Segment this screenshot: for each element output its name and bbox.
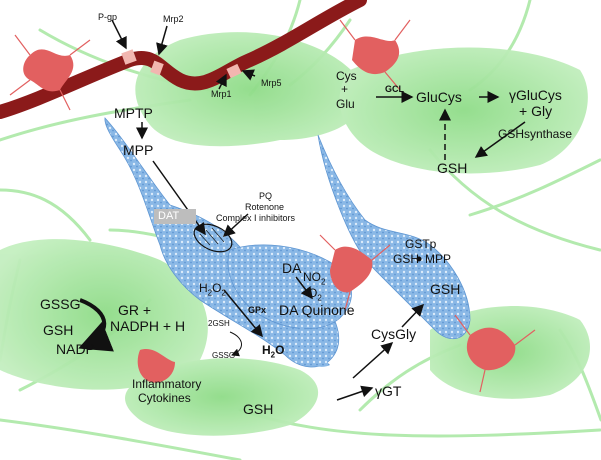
mrp-membrane-site bbox=[226, 63, 242, 79]
nadph-label: NADPH + H bbox=[110, 318, 186, 334]
mrp2-label: Mrp2 bbox=[163, 14, 184, 24]
gpx-gssg-label: GSSG bbox=[212, 351, 236, 360]
gst-mpp-label: MPP bbox=[425, 252, 452, 266]
mptp-label: MPTP bbox=[114, 105, 153, 121]
mrp5-label: Mrp5 bbox=[261, 78, 282, 88]
mrp1-label: Mrp1 bbox=[211, 89, 232, 99]
inflammatory-label: Inflammatory bbox=[132, 377, 202, 391]
gsh-cycle-label: GSH bbox=[43, 322, 74, 338]
astrocytes bbox=[0, 32, 590, 436]
h2o-label: H2O bbox=[262, 343, 285, 360]
cysgly-label: CysGly bbox=[371, 326, 417, 342]
gsh-extracellular-label: GSH bbox=[243, 401, 274, 417]
two-gsh-label: 2GSH bbox=[208, 319, 230, 328]
gamma-gt-label: γGT bbox=[375, 383, 402, 399]
no2-label: NO2 bbox=[303, 270, 326, 287]
pgp-transporter bbox=[121, 49, 137, 65]
o2-label: O2 bbox=[308, 286, 322, 303]
gr-label: GR + bbox=[118, 302, 152, 318]
neuron-soma bbox=[227, 244, 352, 330]
pgp-label: P-gp bbox=[98, 12, 118, 22]
gamma-glucys-label: γGluCys bbox=[509, 87, 562, 103]
gpx-label: GPx bbox=[248, 305, 267, 315]
pq-label: PQ bbox=[259, 191, 273, 201]
cytokines-label: Cytokines bbox=[138, 391, 191, 405]
nadp-label: NADP bbox=[56, 341, 95, 357]
gsh-recycle-arrow bbox=[78, 298, 114, 352]
second-neuron bbox=[317, 134, 471, 340]
blood-vessel bbox=[0, 0, 367, 119]
h2o2-label: H2O2 bbox=[199, 281, 226, 298]
gsh-neuron-label: GSH bbox=[430, 281, 461, 297]
mrp2-transporter bbox=[150, 60, 164, 76]
gpx-curl-arrow bbox=[229, 331, 242, 357]
complex-i-label: Complex I inhibitors bbox=[216, 213, 296, 223]
plus-gly-label: + Gly bbox=[519, 103, 553, 119]
gstp-dot bbox=[416, 256, 422, 262]
da-quinone-label: DA Quinone bbox=[279, 302, 355, 318]
glucys-label: GluCys bbox=[416, 89, 462, 105]
da-label: DA bbox=[282, 260, 302, 276]
gcl-label: GCL bbox=[385, 84, 404, 94]
mpp-label: MPP bbox=[123, 142, 154, 158]
gssg-label: GSSG bbox=[40, 296, 81, 312]
neuron-tail bbox=[295, 320, 330, 367]
plus-sign: + bbox=[341, 82, 349, 96]
dat-label: DAT bbox=[154, 209, 196, 224]
gsh-synth-label: GSH bbox=[437, 160, 468, 176]
cys-label: Cys bbox=[336, 69, 357, 83]
gstp-label: GSTp bbox=[405, 237, 437, 251]
pathway-arrows bbox=[111, 19, 526, 401]
microglia bbox=[23, 36, 516, 383]
rotenone-label: Rotenone bbox=[245, 202, 285, 212]
glu-label: Glu bbox=[336, 97, 355, 111]
gst-gsh-label: GSH bbox=[393, 252, 420, 266]
gsh-synthase-label: GSHsynthase bbox=[498, 127, 573, 141]
